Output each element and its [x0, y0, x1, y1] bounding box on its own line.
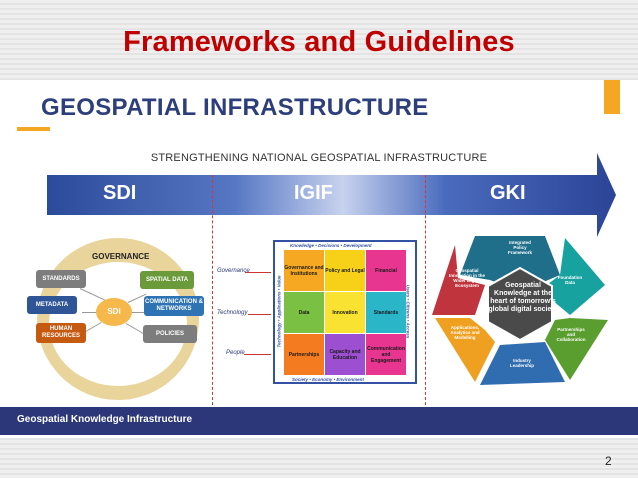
gki-hexagon-diagram [432, 236, 608, 385]
gki-segment-industry: Industry Leadership [509, 358, 534, 368]
gki-segment-innovation: Geospatial Innovation in the Wider Digit… [449, 268, 485, 288]
igif-grid: Governance and Institutions Policy and L… [284, 250, 406, 375]
igif-cell-standards: Standards [366, 292, 406, 333]
sdi-box-policies: POLICIES [143, 325, 197, 343]
igif-row-arrow [245, 272, 271, 273]
igif-cell-policy: Policy and Legal [325, 250, 365, 291]
section-divider [425, 175, 426, 405]
page-number: 2 [605, 454, 612, 468]
sdi-box-human-resources: HUMAN RESOURCES [36, 323, 86, 343]
panel-title: GEOSPATIAL INFRASTRUCTURE [41, 94, 429, 121]
footer-label: Geospatial Knowledge Infrastructure [17, 414, 193, 425]
slide-title: Frameworks and Guidelines [123, 26, 515, 58]
sdi-box-metadata: METADATA [27, 296, 77, 314]
igif-right-label: Users • Citizens • Access [405, 284, 411, 339]
panel-footer-bar: Geospatial Knowledge Infrastructure [0, 407, 638, 435]
igif-row-arrow [244, 354, 271, 355]
igif-cell-financial: Financial [366, 250, 406, 291]
sdi-governance-label: GOVERNANCE [92, 252, 150, 261]
igif-bottom-label: Society • Economy • Environment [292, 377, 364, 382]
sdi-connector [82, 312, 98, 313]
arrow-label-sdi: SDI [103, 182, 137, 204]
gki-segment-policy: Integrated Policy Framework [507, 240, 532, 255]
igif-row-arrow [248, 314, 271, 315]
igif-cell-governance: Governance and Institutions [284, 250, 324, 291]
igif-cell-data: Data [284, 292, 324, 333]
arrow-label-igif: IGIF [294, 182, 333, 204]
igif-cell-innovation: Innovation [325, 292, 365, 333]
sdi-center-node: SDI [96, 298, 132, 326]
igif-cell-capacity: Capacity and Education [325, 334, 365, 375]
igif-row-label: People [226, 350, 245, 356]
gki-segment-applications: Applications, Analytics and Modelling [450, 325, 480, 340]
sdi-box-communication-networks: COMMUNICATION & NETWORKS [144, 296, 204, 316]
corner-accent-bar [604, 80, 620, 114]
section-divider [212, 175, 213, 405]
igif-row-label: Governance [217, 268, 250, 274]
progression-arrow [47, 153, 616, 237]
sdi-box-spatial-data: SPATIAL DATA [140, 271, 194, 289]
gki-segment-foundation-data: Foundation Data [557, 275, 583, 285]
arrow-label-gki: GKI [490, 182, 526, 204]
gki-center-text: Geospatial Knowledge at the heart of tom… [488, 282, 558, 313]
title-accent-bar [17, 127, 50, 131]
igif-top-label: Knowledge • Decisions • Development [290, 243, 372, 248]
panel-subtitle: STRENGTHENING NATIONAL GEOSPATIAL INFRAS… [150, 152, 488, 164]
igif-row-label: Technology [217, 310, 248, 316]
igif-left-label: Technology • Applications • Value [276, 275, 282, 348]
igif-cell-partnerships: Partnerships [284, 334, 324, 375]
sdi-box-standards: STANDARDS [36, 270, 86, 288]
igif-cell-communication: Communication and Engagement [366, 334, 406, 375]
sdi-connector [130, 312, 146, 313]
gki-segment-partnerships: Partnerships and Collaboration [556, 327, 586, 342]
